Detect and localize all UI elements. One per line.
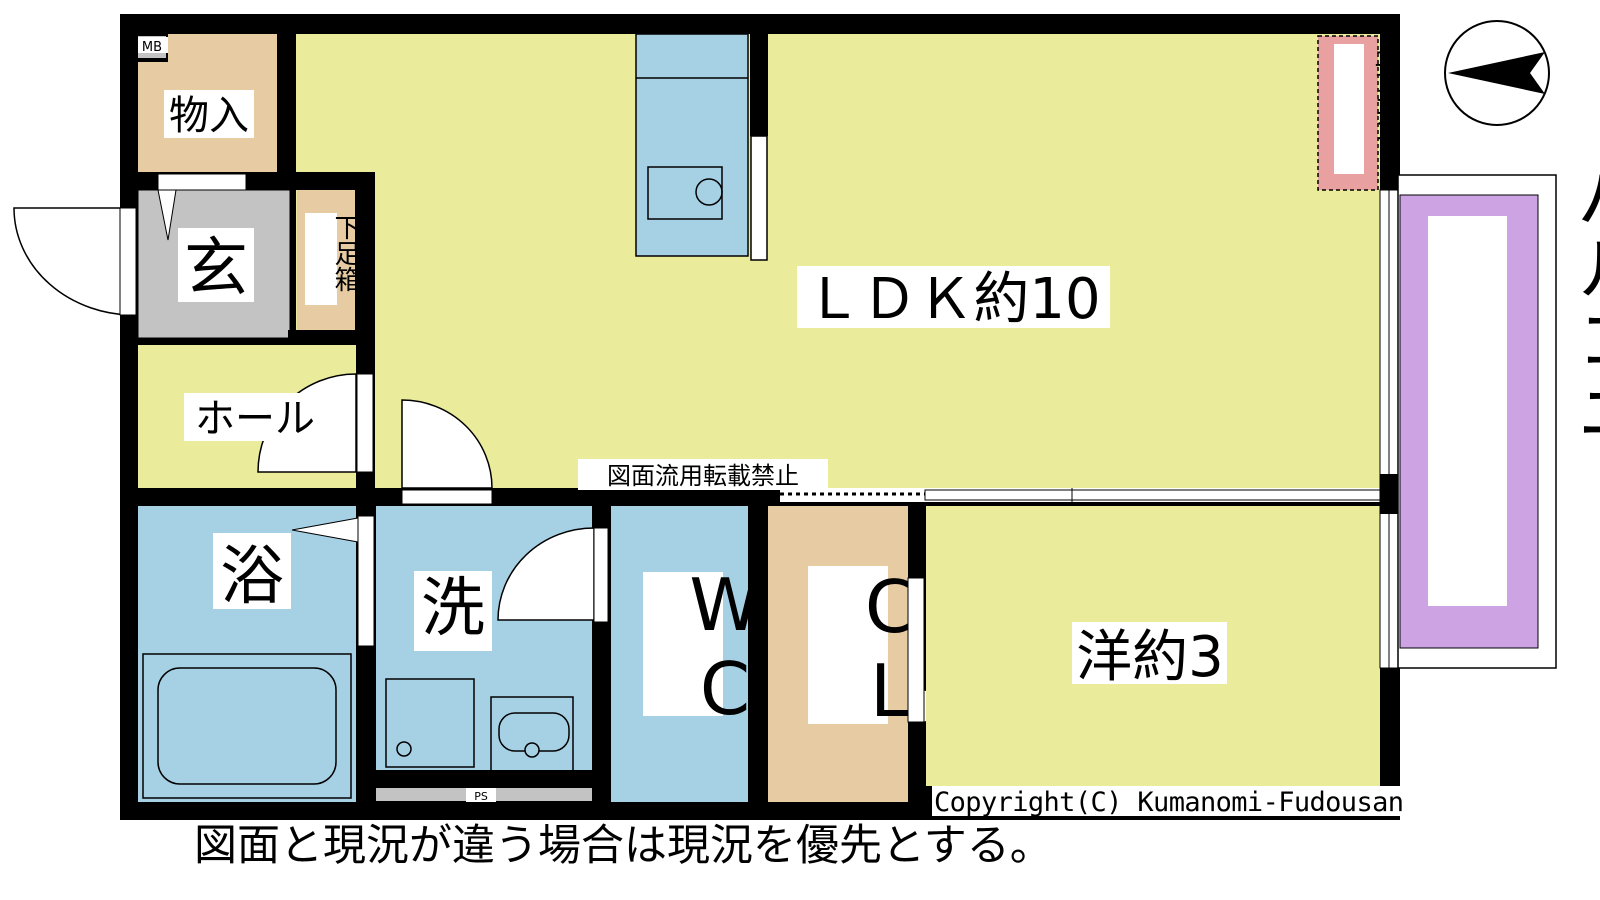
wc-door[interactable] [497,527,595,621]
washing-machine-icon [385,678,475,768]
ps-label: PS [474,790,488,803]
closet-door[interactable] [907,577,925,723]
partition-window [750,135,768,261]
storage-label: 物入 [169,93,249,139]
room-ldk: エアコン ＬＤＫ約10 [277,14,1397,488]
bath-door[interactable] [357,515,375,647]
front-door[interactable] [13,207,136,316]
hall-label: ホール [195,396,315,442]
storage-door[interactable] [157,173,247,191]
door-swing-icon [157,189,177,241]
bath-label: 浴 [220,540,284,614]
mb-label: MB [142,40,162,55]
compass-north-arrow-icon [1444,20,1550,126]
copyright-text: Copyright(C) Kumanomi-Fudousan [934,787,1404,818]
washbasin-icon [490,696,574,772]
ldk-door[interactable] [401,399,493,489]
washroom-label: 洗 [421,572,485,646]
entrance-label: 玄 [184,232,248,306]
ldk-label: ＬＤＫ約10 [805,267,1100,332]
no-reuse-notice: 図面流用転載禁止 [607,462,799,490]
kitchen-counter [635,33,749,257]
sliding-door[interactable] [924,489,1381,501]
bathtub-icon [157,667,337,785]
western-label: 洋約3 [1076,625,1224,690]
disclaimer-text: 図面と現況が違う場合は現況を優先とする。 [194,821,1053,871]
